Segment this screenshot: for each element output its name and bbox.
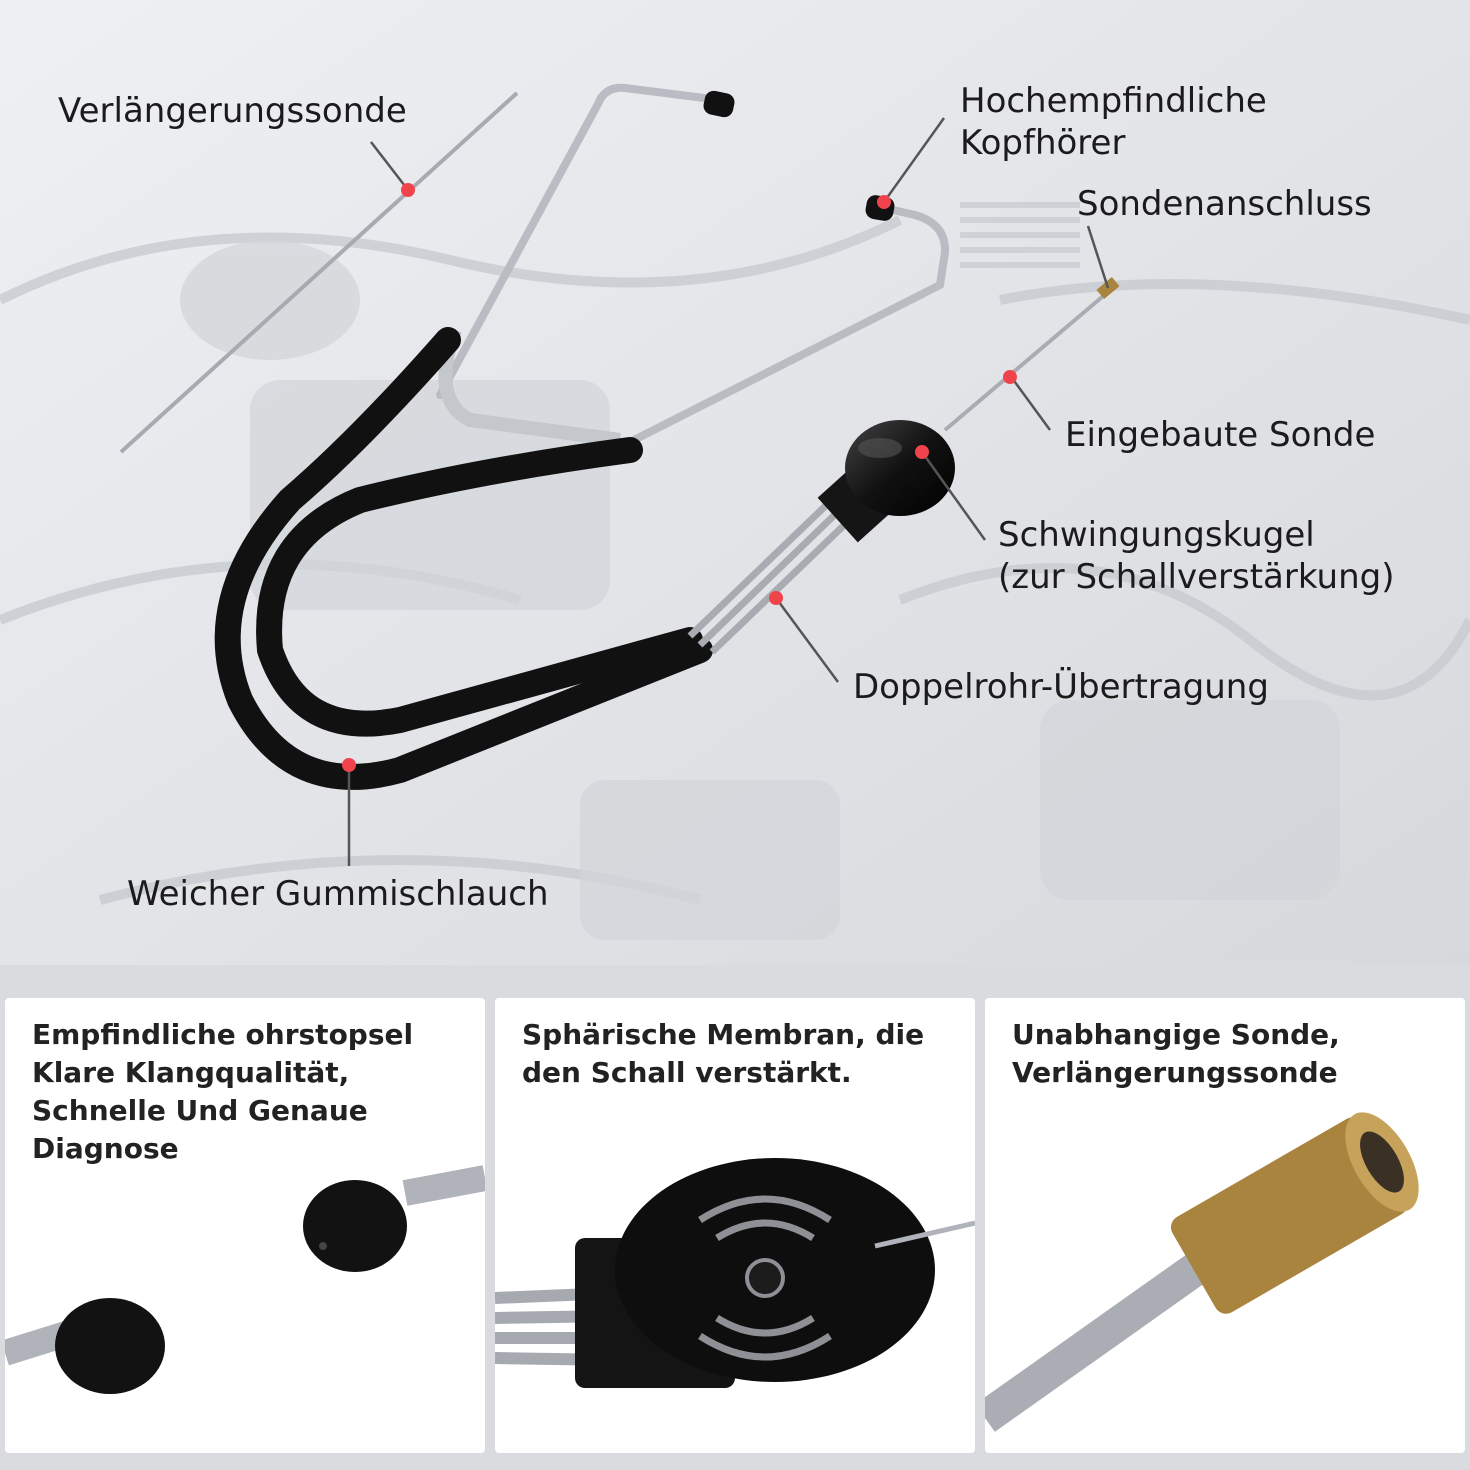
sound-wave-icon (698, 1195, 832, 1361)
probe-closeup (985, 1112, 1419, 1432)
panel-membrane-line: Sphärische Membran, die (522, 1018, 925, 1051)
earplug-top-icon (303, 1180, 407, 1272)
earplug-bottom-icon (55, 1298, 165, 1394)
callout-double-tube: Doppelrohr-Übertragung (853, 667, 1269, 707)
callout-extension-probe: Verlängerungssonde (58, 91, 407, 131)
stethoscope-illustration (0, 0, 1470, 1000)
callout-earpieces-line2: Kopfhörer (960, 123, 1126, 163)
panel-probe-text: Unabhangige Sonde, Verlängerungssonde (1012, 1016, 1452, 1092)
callout-markers (342, 183, 1017, 772)
double-tube (687, 489, 865, 655)
panel-earplugs-line: Diagnose (32, 1132, 179, 1165)
vibration-ball-icon (817, 420, 955, 543)
panel-probe-line: Verlängerungssonde (1012, 1056, 1338, 1089)
callout-vibration-ball-line1: Schwingungskugel (998, 515, 1315, 555)
panel-membrane-text: Sphärische Membran, die den Schall verst… (522, 1016, 962, 1092)
panel-earplugs-text: Empfindliche ohrstopsel Klare Klangquali… (32, 1016, 472, 1168)
panel-earplugs-line: Schnelle Und Genaue (32, 1094, 368, 1127)
callout-vibration-ball-line2: (zur Schallverstärkung) (998, 557, 1395, 597)
callout-earpieces-line1: Hochempfindliche (960, 81, 1267, 121)
panel-probe-line: Unabhangige Sonde, (1012, 1018, 1340, 1051)
brass-connector-icon (1170, 1112, 1419, 1314)
panel-earplugs-line: Empfindliche ohrstopsel (32, 1018, 414, 1051)
callout-rubber-hose: Weicher Gummischlauch (127, 874, 549, 914)
builtin-probe-rod (943, 290, 1110, 432)
panel-membrane-line: den Schall verstärkt. (522, 1056, 852, 1089)
feature-panel-probe: Unabhangige Sonde, Verlängerungssonde (985, 998, 1465, 1453)
feature-panel-membrane: Sphärische Membran, die den Schall verst… (495, 998, 975, 1453)
callout-builtin-probe: Eingebaute Sonde (1065, 415, 1376, 455)
leader-lines (347, 117, 1110, 866)
ear-tubes (436, 83, 949, 446)
rubber-hose (214, 327, 713, 790)
feature-panel-earplugs: Empfindliche ohrstopsel Klare Klangquali… (5, 998, 485, 1453)
callout-probe-connector: Sondenanschluss (1077, 184, 1372, 224)
earpiece-left-icon (703, 90, 735, 118)
panel-earplugs-line: Klare Klangqualität, (32, 1056, 350, 1089)
earplugs-closeup (5, 1165, 485, 1394)
membrane-closeup (495, 1158, 975, 1388)
extension-probe-rod (119, 91, 519, 454)
